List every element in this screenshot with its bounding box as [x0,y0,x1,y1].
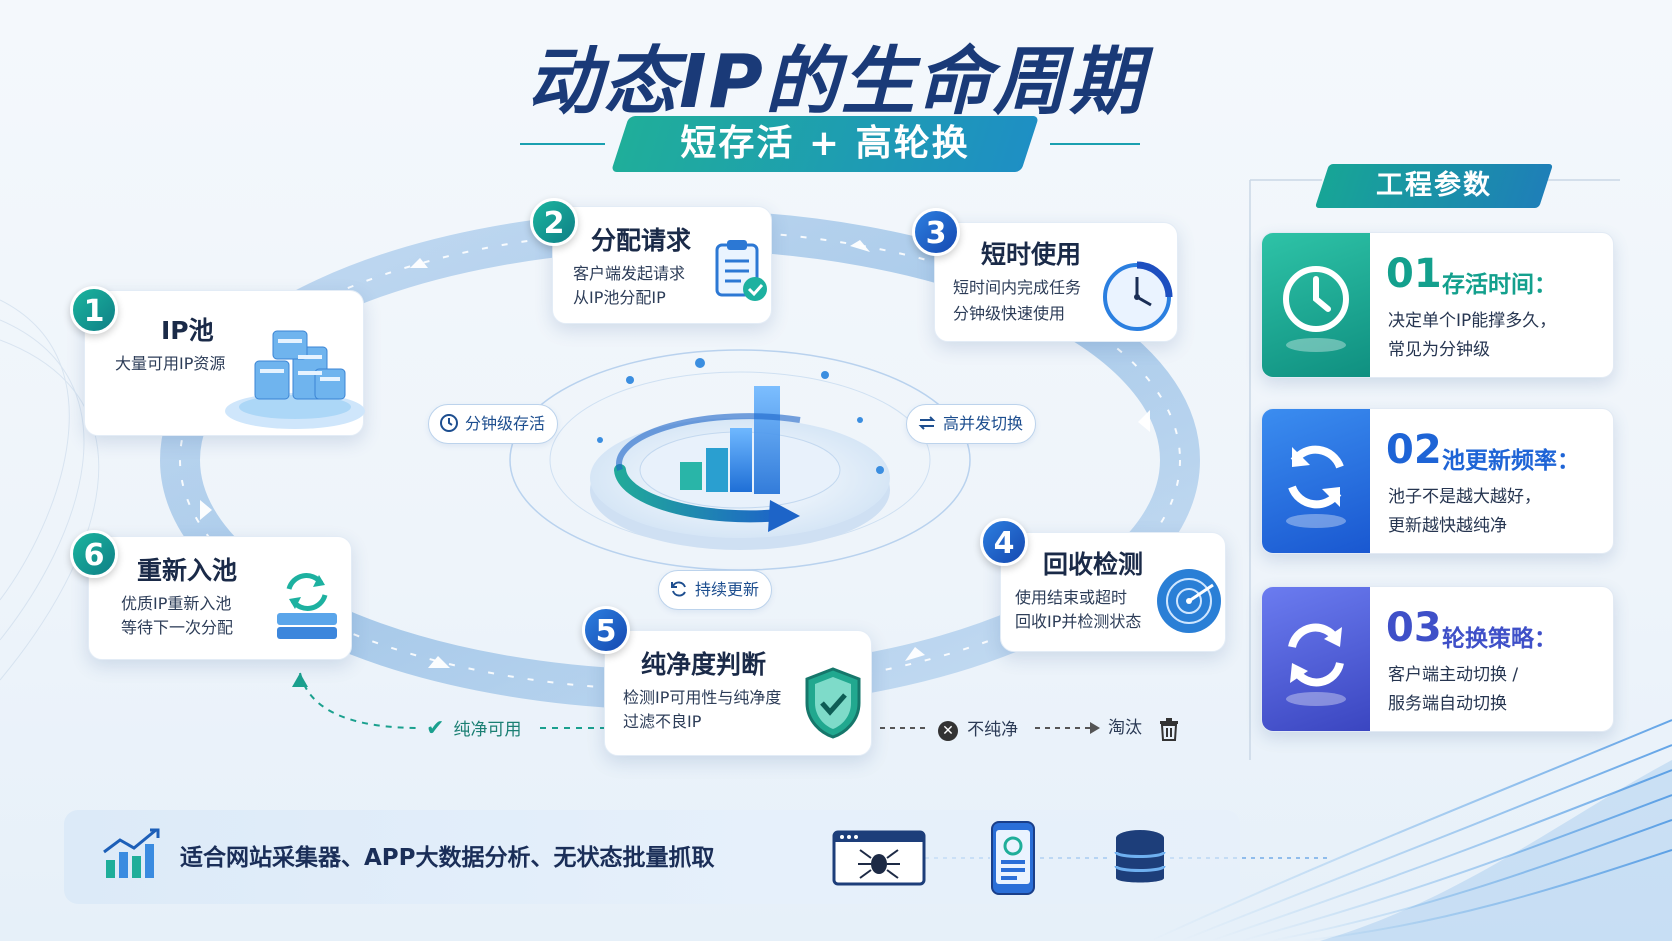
phone-icon [991,821,1035,895]
step-desc-line: 检测IP可用性与纯净度 [623,688,782,707]
database-icon [1114,830,1166,883]
pill-minute-level: 分钟级存活 [428,404,559,444]
swap-icon [1286,623,1346,706]
step-desc-line: 从IP池分配IP [573,288,666,307]
step-card-reenter-pool: 重新入池 优质IP重新入池 等待下一次分配 [88,536,352,660]
radar-icon [1157,569,1221,633]
subtitle: 短存活 + 高轮换 [680,123,970,164]
step-desc-line: 过滤不良IP [623,712,702,731]
stopwatch-icon [1103,261,1173,331]
step-badge-2: 2 [530,198,578,246]
branch-discard: 淘汰 [1108,713,1181,742]
step-desc-line: 大量可用IP资源 [115,354,226,373]
param-desc-line: 决定单个IP能撑多久， [1388,311,1557,331]
bottom-use-case-bar [64,810,1240,904]
step-card-ip-pool: IP池 大量可用IP资源 [84,290,365,436]
check-icon: ✔ [426,716,445,741]
param-desc-line: 池子不是越大越好， [1388,487,1541,507]
pill-label: 高并发切换 [943,414,1024,433]
pill-label: 分钟级存活 [465,414,546,433]
step-title: 短时使用 [981,240,1082,269]
step-badge-6: 6 [70,530,118,578]
param-icon-bg [1262,409,1370,553]
clock-icon [1283,266,1349,352]
clock-icon [440,414,458,432]
param-desc: 决定单个IP能撑多久， 常见为分钟级 [1388,307,1556,365]
close-icon: ✕ [938,720,958,741]
recycle-server-icon [277,573,337,639]
step-card-purity-check: 纯净度判断 检测IP可用性与纯净度 过滤不良IP [604,630,872,756]
step-desc-line: 客户端发起请求 [573,264,686,283]
param-desc-line: 服务端自动切换 [1388,694,1507,714]
step-title: IP池 [161,316,214,345]
param-label: 池更新频率： [1442,448,1580,474]
param-label: 轮换策略： [1442,626,1557,652]
param-card-pool-refresh: 02 池更新频率： 池子不是越大越好， 更新越快越纯净 [1261,408,1614,554]
branch-clean-label: 纯净可用 [453,720,522,740]
param-card-lifetime: 01 存活时间： 决定单个IP能撑多久， 常见为分钟级 [1261,232,1614,378]
step-desc-line: 使用结束或超时 [1015,588,1128,607]
refresh-icon [1286,445,1346,528]
param-icon-bg [1262,587,1370,731]
param-desc-line: 常见为分钟级 [1388,340,1490,360]
pill-high-concurrency: 高并发切换 [906,404,1037,444]
param-desc-line: 更新越快越纯净 [1388,516,1507,536]
step-title: 回收检测 [1043,550,1144,579]
param-number: 02 [1386,427,1442,473]
param-desc: 客户端主动切换 / 服务端自动切换 [1388,661,1518,719]
subtitle-banner: 短存活 + 高轮换 [610,116,1040,172]
branch-discard-label: 淘汰 [1108,718,1142,738]
pill-continuous-update: 持续更新 [658,570,773,610]
page-title: 动态IP的生命周期 [527,39,1145,125]
step-desc-line: 优质IP重新入池 [121,594,232,613]
param-number: 03 [1386,605,1442,651]
step-card-allocate: 分配请求 客户端发起请求 从IP池分配IP [552,206,772,324]
step-badge-4: 4 [980,518,1028,566]
clipboard-check-icon [715,240,767,301]
refresh-icon [671,581,686,597]
trash-icon [1160,717,1179,741]
panel-title: 工程参数 [1376,170,1492,201]
step-desc-line: 等待下一次分配 [121,618,234,637]
step-badge-1: 1 [70,286,118,334]
branch-unclean: ✕ 不纯净 [938,715,1018,741]
spider-browser-icon [832,830,926,886]
param-desc: 池子不是越大越好， 更新越快越纯净 [1388,483,1541,541]
step-desc-line: 短时间内完成任务 [953,278,1082,297]
pill-label: 持续更新 [695,580,760,599]
swap-icon [918,416,936,430]
branch-clean: ✔ 纯净可用 [426,715,522,741]
chart-icon [103,828,160,878]
step-desc-line: 分钟级快速使用 [953,304,1066,323]
param-label: 存活时间： [1442,272,1557,298]
step-title: 纯净度判断 [641,650,767,679]
param-desc-line: 客户端主动切换 / [1388,665,1519,685]
param-card-rotation: 03 轮换策略： 客户端主动切换 / 服务端自动切换 [1261,586,1614,732]
step-title: 重新入池 [137,556,238,585]
branch-unclean-label: 不纯净 [967,720,1019,740]
step-title: 分配请求 [591,226,692,255]
param-icon-bg [1262,233,1370,377]
step-badge-3: 3 [912,208,960,256]
step-card-short-use: 短时使用 短时间内完成任务 分钟级快速使用 [934,222,1178,342]
step-desc-line: 回收IP并检测状态 [1015,612,1142,631]
shield-check-icon [805,667,861,739]
step-badge-5: 5 [582,606,630,654]
param-number: 01 [1386,251,1442,297]
use-case-text: 适合网站采集器、APP大数据分析、无状态批量抓取 [180,845,715,871]
step-card-recycle-check: 回收检测 使用结束或超时 回收IP并检测状态 [1000,532,1226,652]
server-stack-icon [225,330,365,429]
